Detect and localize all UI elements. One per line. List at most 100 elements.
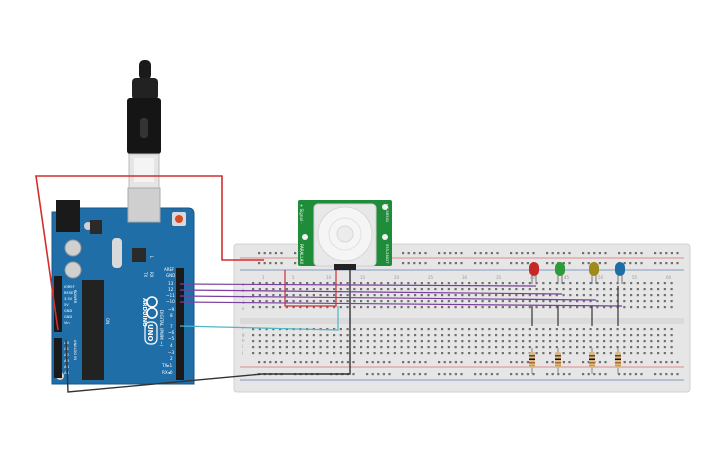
breadboard-hole[interactable] — [508, 294, 511, 297]
breadboard-hole[interactable] — [515, 262, 518, 265]
red-led[interactable] — [529, 262, 539, 284]
breadboard-hole[interactable] — [535, 352, 538, 355]
breadboard-hole[interactable] — [623, 288, 626, 291]
breadboard-hole[interactable] — [414, 328, 417, 331]
breadboard-hole[interactable] — [589, 334, 592, 337]
breadboard-hole[interactable] — [418, 373, 421, 376]
breadboard-hole[interactable] — [665, 252, 668, 255]
breadboard-hole[interactable] — [352, 373, 355, 376]
breadboard-hole[interactable] — [449, 373, 452, 376]
breadboard-hole[interactable] — [474, 334, 477, 337]
breadboard-hole[interactable] — [380, 300, 383, 303]
breadboard-hole[interactable] — [496, 262, 499, 265]
breadboard-hole[interactable] — [441, 306, 444, 309]
breadboard-hole[interactable] — [388, 373, 391, 376]
wire-purple-11[interactable] — [179, 295, 597, 301]
breadboard-hole[interactable] — [481, 352, 484, 355]
breadboard-hole[interactable] — [535, 328, 538, 331]
breadboard-hole[interactable] — [427, 328, 430, 331]
breadboard-hole[interactable] — [659, 252, 662, 255]
breadboard-hole[interactable] — [551, 361, 554, 364]
breadboard-hole[interactable] — [388, 361, 391, 364]
breadboard-hole[interactable] — [353, 300, 356, 303]
breadboard-hole[interactable] — [427, 352, 430, 355]
breadboard-hole[interactable] — [603, 328, 606, 331]
breadboard-hole[interactable] — [488, 328, 491, 331]
wire-black-gnd[interactable] — [65, 266, 351, 393]
breadboard-hole[interactable] — [495, 306, 498, 309]
breadboard-hole[interactable] — [643, 288, 646, 291]
breadboard-hole[interactable] — [569, 352, 572, 355]
breadboard-hole[interactable] — [258, 334, 261, 337]
breadboard-hole[interactable] — [360, 352, 363, 355]
breadboard-hole[interactable] — [299, 300, 302, 303]
breadboard-hole[interactable] — [414, 282, 417, 285]
breadboard-hole[interactable] — [265, 300, 268, 303]
breadboard-hole[interactable] — [589, 294, 592, 297]
breadboard-hole[interactable] — [346, 294, 349, 297]
breadboard-hole[interactable] — [306, 294, 309, 297]
breadboard-hole[interactable] — [535, 340, 538, 343]
breadboard-hole[interactable] — [479, 361, 482, 364]
breadboard-hole[interactable] — [515, 334, 518, 337]
breadboard-hole[interactable] — [630, 294, 633, 297]
breadboard-hole[interactable] — [346, 300, 349, 303]
breadboard-hole[interactable] — [535, 288, 538, 291]
breadboard-hole[interactable] — [434, 306, 437, 309]
breadboard-hole[interactable] — [326, 340, 329, 343]
breadboard-hole[interactable] — [333, 352, 336, 355]
breadboard-hole[interactable] — [402, 373, 405, 376]
breadboard-hole[interactable] — [438, 361, 441, 364]
wire-teal-signal[interactable] — [179, 306, 339, 331]
breadboard-hole[interactable] — [630, 282, 633, 285]
breadboard-hole[interactable] — [258, 306, 261, 309]
breadboard-hole[interactable] — [589, 300, 592, 303]
breadboard-hole[interactable] — [346, 282, 349, 285]
breadboard-hole[interactable] — [665, 361, 668, 364]
breadboard-hole[interactable] — [272, 300, 275, 303]
breadboard-hole[interactable] — [598, 373, 601, 376]
breadboard-hole[interactable] — [460, 262, 463, 265]
breadboard-hole[interactable] — [294, 252, 297, 255]
breadboard-hole[interactable] — [521, 361, 524, 364]
breadboard-hole[interactable] — [274, 262, 277, 265]
breadboard-hole[interactable] — [495, 288, 498, 291]
breadboard-hole[interactable] — [562, 300, 565, 303]
breadboard-hole[interactable] — [353, 346, 356, 349]
breadboard-hole[interactable] — [407, 373, 410, 376]
breadboard-hole[interactable] — [330, 361, 333, 364]
breadboard-hole[interactable] — [496, 373, 499, 376]
blue-led[interactable] — [615, 262, 625, 284]
breadboard-hole[interactable] — [407, 346, 410, 349]
breadboard-hole[interactable] — [407, 334, 410, 337]
breadboard-hole[interactable] — [461, 328, 464, 331]
breadboard-hole[interactable] — [568, 262, 571, 265]
breadboard-hole[interactable] — [576, 288, 579, 291]
breadboard-hole[interactable] — [265, 340, 268, 343]
breadboard-hole[interactable] — [346, 340, 349, 343]
breadboard-hole[interactable] — [551, 252, 554, 255]
breadboard-hole[interactable] — [634, 373, 637, 376]
breadboard-hole[interactable] — [630, 306, 633, 309]
breadboard-hole[interactable] — [495, 340, 498, 343]
breadboard-hole[interactable] — [650, 340, 653, 343]
breadboard-hole[interactable] — [603, 282, 606, 285]
breadboard-hole[interactable] — [604, 252, 607, 255]
breadboard-hole[interactable] — [528, 306, 531, 309]
breadboard-hole[interactable] — [366, 328, 369, 331]
breadboard-hole[interactable] — [510, 373, 513, 376]
breadboard-hole[interactable] — [353, 294, 356, 297]
breadboard-hole[interactable] — [299, 346, 302, 349]
breadboard-hole[interactable] — [629, 361, 632, 364]
breadboard-hole[interactable] — [272, 346, 275, 349]
breadboard-hole[interactable] — [670, 294, 673, 297]
breadboard-hole[interactable] — [414, 306, 417, 309]
breadboard-hole[interactable] — [274, 252, 277, 255]
breadboard-hole[interactable] — [630, 328, 633, 331]
breadboard-hole[interactable] — [629, 262, 632, 265]
breadboard-hole[interactable] — [407, 288, 410, 291]
breadboard-hole[interactable] — [596, 282, 599, 285]
breadboard-hole[interactable] — [474, 373, 477, 376]
breadboard-hole[interactable] — [447, 352, 450, 355]
breadboard-hole[interactable] — [285, 352, 288, 355]
